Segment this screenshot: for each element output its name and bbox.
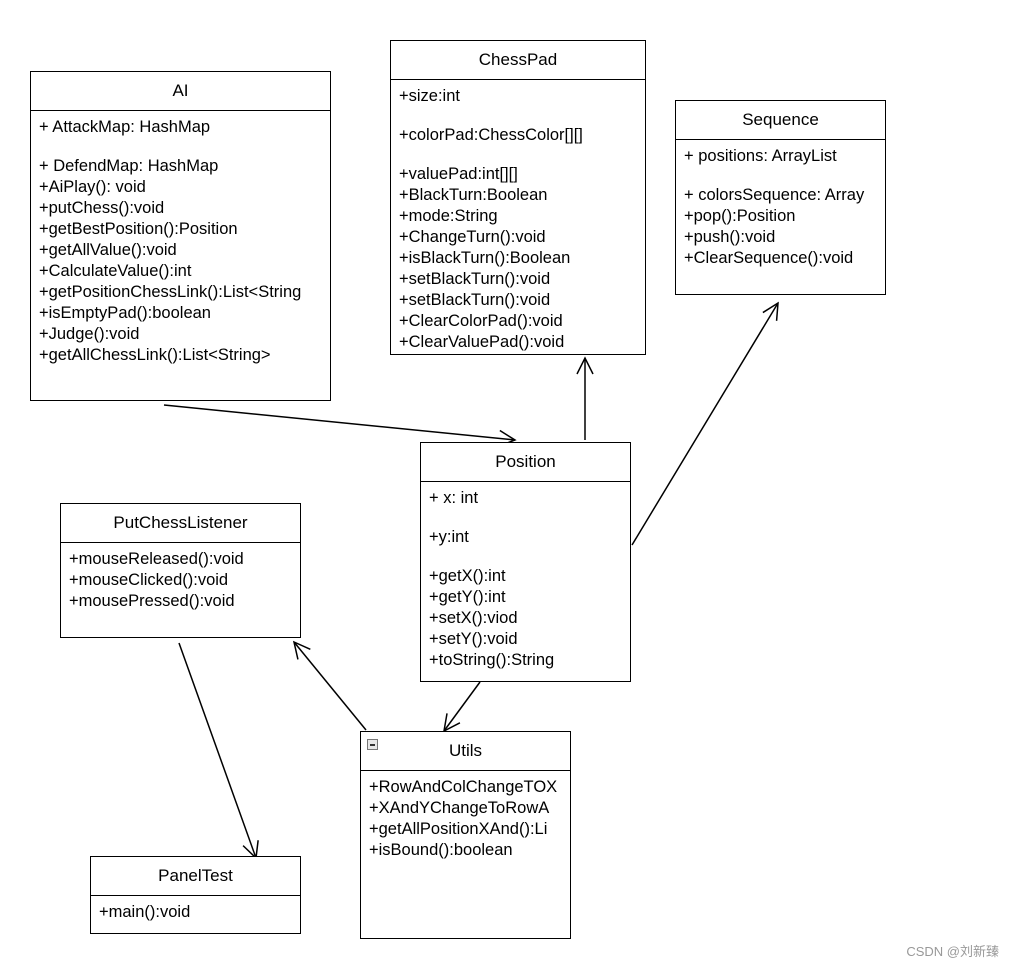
- edge-ai-to-position: [163, 404, 517, 448]
- class-member: +pop():Position: [684, 207, 796, 225]
- class-member: +Judge():void: [39, 325, 140, 343]
- class-member: +getAllValue():void: [39, 241, 177, 259]
- class-member: + AttackMap: HashMap: [39, 118, 211, 136]
- class-title: Utils: [361, 732, 570, 771]
- class-member: +setBlackTurn():void: [399, 291, 551, 309]
- class-members: +mouseReleased():void +mouseClicked():voi…: [61, 543, 300, 612]
- edge-position-to-utils: [443, 681, 481, 733]
- class-member: +isBound():boolean: [369, 841, 513, 859]
- class-member: +size:int: [399, 87, 460, 105]
- class-member: +getY():int: [429, 588, 506, 606]
- class-member: +colorPad:ChessColor[][]: [399, 126, 583, 144]
- class-members: + x: int +y:int +getX():int +getY():int +set…: [421, 482, 630, 671]
- class-member: +valuePad:int[][]: [399, 165, 518, 183]
- class-member: +mouseClicked():void: [69, 571, 229, 589]
- class-members: +size:int +colorPad:ChessColor[][] +valueP…: [391, 80, 645, 353]
- class-member: +BlackTurn:Boolean: [399, 186, 548, 204]
- class-member: +CalculateValue():int: [39, 262, 192, 280]
- class-title: Position: [421, 443, 630, 482]
- edge-position-to-sequence: [631, 301, 779, 546]
- class-title: PanelTest: [91, 857, 300, 896]
- class-member: +setBlackTurn():void: [399, 270, 551, 288]
- class-member: +ClearSequence():void: [684, 249, 854, 267]
- class-member: +toString():String: [429, 651, 555, 669]
- class-member: +getPositionChessLink():List<String: [39, 283, 302, 301]
- class-member: +y:int: [429, 528, 469, 546]
- class-member: +mouseReleased():void: [69, 550, 244, 568]
- class-title-text: Utils: [448, 741, 483, 760]
- class-member: +setX():viod: [429, 609, 518, 627]
- class-member: +isBlackTurn():Boolean: [399, 249, 571, 267]
- class-sequence[interactable]: Sequence + positions: ArrayList + colorsS…: [675, 100, 886, 295]
- class-ai[interactable]: AI + AttackMap: HashMap + DefendMap: Hash…: [30, 71, 331, 401]
- class-member: +setY():void: [429, 630, 518, 648]
- class-member: +ChangeTurn():void: [399, 228, 546, 246]
- class-member: +getBestPosition():Position: [39, 220, 238, 238]
- class-member: +putChess():void: [39, 199, 165, 217]
- class-putchesslistener[interactable]: PutChessListener +mouseReleased():void+m…: [60, 503, 301, 638]
- class-member: +ClearColorPad():void: [399, 312, 563, 330]
- class-member: +isEmptyPad():boolean: [39, 304, 211, 322]
- class-chesspad[interactable]: ChessPad +size:int +colorPad:ChessColor[]…: [390, 40, 646, 355]
- class-member: +XAndYChangeToRowA: [369, 799, 550, 817]
- class-members: +main():void: [91, 896, 300, 923]
- class-member: + positions: ArrayList: [684, 147, 837, 165]
- class-member: +getAllChessLink():List<String>: [39, 346, 271, 364]
- class-member: +main():void: [99, 903, 191, 921]
- watermark: CSDN @刘新臻: [906, 944, 999, 959]
- class-member: +ClearValuePad():void: [399, 333, 565, 351]
- collapse-icon[interactable]: [367, 739, 378, 750]
- class-paneltest[interactable]: PanelTest +main():void: [90, 856, 301, 934]
- class-members: +RowAndColChangeTOX +XAndYChangeToRowA +ge…: [361, 771, 570, 861]
- class-member: +getAllPositionXAnd():Li: [369, 820, 548, 838]
- class-member: + DefendMap: HashMap: [39, 157, 219, 175]
- class-title: ChessPad: [391, 41, 645, 80]
- class-member: +RowAndColChangeTOX: [369, 778, 558, 796]
- class-member: + x: int: [429, 489, 479, 507]
- class-member: +getX():int: [429, 567, 506, 585]
- class-title: Sequence: [676, 101, 885, 140]
- class-members: + positions: ArrayList + colorsSequence: …: [676, 140, 885, 269]
- class-position[interactable]: Position + x: int +y:int +getX():int +getY(…: [420, 442, 631, 682]
- edge-utils-to-putchesslistener: [292, 640, 367, 731]
- class-member: +AiPlay(): void: [39, 178, 146, 196]
- class-utils[interactable]: Utils +RowAndColChangeTOX +XAndYChangeToR…: [360, 731, 571, 939]
- edge-putchesslistener-to-paneltest: [178, 642, 259, 860]
- class-member: +push():void: [684, 228, 776, 246]
- class-title: PutChessListener: [61, 504, 300, 543]
- class-member: + colorsSequence: Array: [684, 186, 865, 204]
- class-member: +mousePressed():void: [69, 592, 235, 610]
- class-member: +mode:String: [399, 207, 498, 225]
- class-members: + AttackMap: HashMap + DefendMap: HashMap…: [31, 111, 330, 366]
- class-title: AI: [31, 72, 330, 111]
